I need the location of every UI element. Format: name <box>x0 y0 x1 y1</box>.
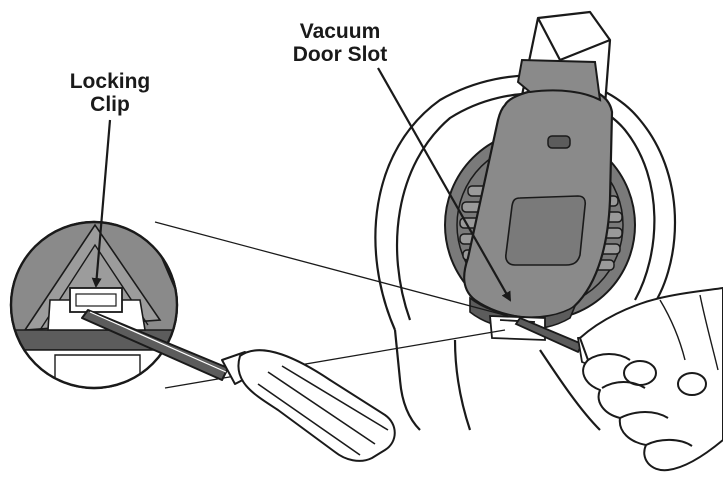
zoom-circle <box>9 220 179 390</box>
vacuum-door-slot-label-line2: Door Slot <box>292 43 388 66</box>
locking-clip-label: Locking Clip <box>58 70 162 116</box>
vacuum-door-slot-label: Vacuum Door Slot <box>265 20 415 66</box>
screwdriver-icon <box>81 309 396 462</box>
vacuum-door <box>463 58 614 331</box>
locking-clip-label-line2: Clip <box>90 93 130 116</box>
locking-clip-arrow <box>91 119 112 288</box>
locking-clip-label-line1: Locking <box>69 70 151 93</box>
hand-icon <box>579 287 723 472</box>
vacuum-door-slot-arrow <box>377 67 511 302</box>
vacuum-door-slot-label-line1: Vacuum <box>299 20 381 43</box>
